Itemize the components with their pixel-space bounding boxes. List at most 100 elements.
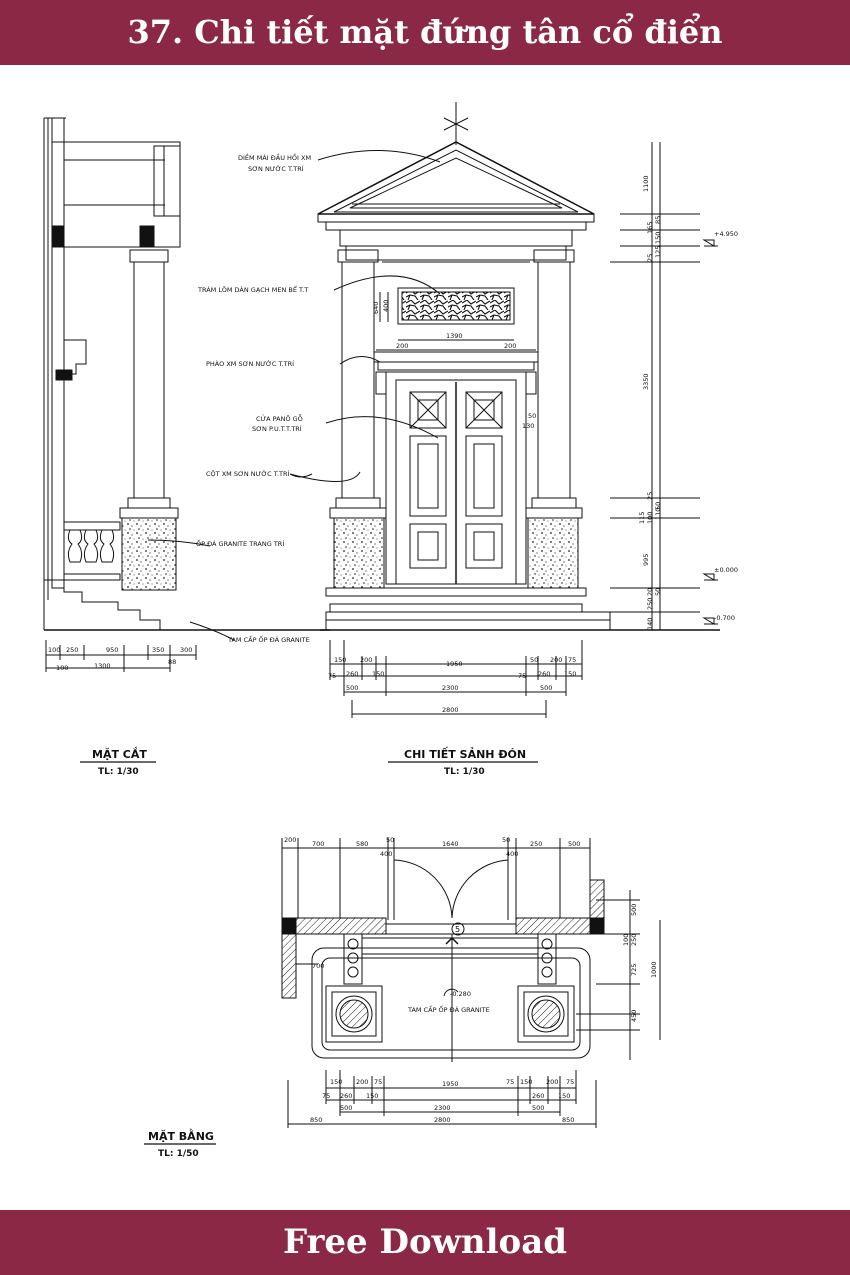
- sdim-300: 300: [180, 646, 192, 654]
- elevation-title: CHI TIẾT SẢNH ĐÓN: [404, 746, 526, 761]
- label-steps: TAM CẤP ỐP ĐÁ GRANITE: [227, 634, 310, 644]
- vdim-25: 25: [646, 254, 654, 262]
- bdim-2300: 2300: [442, 684, 459, 692]
- prdim-1000: 1000: [650, 961, 658, 978]
- bdim-500b: 500: [540, 684, 552, 692]
- bdim-200b: 200: [550, 656, 562, 664]
- plan-title: MẶT BẰNG: [148, 1128, 214, 1143]
- pbdim-150b: 150: [520, 1078, 532, 1086]
- sdim-250: 250: [66, 646, 78, 654]
- plan-labels: 200 700 580 50 1640 50 250 500 400 400 5…: [148, 836, 658, 1159]
- plan-scale: TL: 1/50: [158, 1149, 199, 1159]
- section-labels: 100 250 950 350 300 100 1300 88 MẶT CẮT …: [48, 646, 192, 777]
- bdim-2800: 2800: [442, 706, 459, 714]
- pdim-1640: 1640: [442, 840, 459, 848]
- download-banner[interactable]: Free Download: [0, 1210, 850, 1275]
- sdim-350: 350: [152, 646, 164, 654]
- pbdim-150c: 150: [366, 1092, 378, 1100]
- bdim-260: 260: [346, 670, 358, 678]
- pdim-50b: 50: [502, 836, 510, 844]
- vdim-165: 165: [646, 222, 654, 234]
- section-title: MẶT CẮT: [92, 746, 147, 761]
- pdim-left-700: 700: [312, 962, 324, 970]
- page-title: 37. Chi tiết mặt đứng tân cổ điển: [127, 13, 723, 51]
- bdim-150b: 150: [372, 670, 384, 678]
- level-zero: ±0.000: [714, 566, 738, 574]
- vdim-110: 110: [654, 508, 662, 520]
- sdim-950: 950: [106, 646, 118, 654]
- elevation-labels: DIỀM MÁI ĐẦU HỒI XM SƠN NƯỚC T.TRÍ TRÁM …: [196, 152, 738, 777]
- bdim-50: 50: [530, 656, 538, 664]
- panel-dim-200-right: 200: [504, 342, 516, 350]
- vdim-50b: 50: [654, 588, 662, 596]
- architectural-drawing: DIỀM MÁI ĐẦU HỒI XM SƠN NƯỚC T.TRÍ TRÁM …: [43, 102, 738, 1159]
- door-dim-50: 50: [528, 412, 536, 420]
- label-molding: PHÀO XM SƠN NƯỚC T.TRÍ: [206, 359, 294, 368]
- label-column: CỘT XM SƠN NƯỚC T.TRÍ: [206, 469, 290, 478]
- label-door-2: SƠN P.U.T.T.TRÍ: [252, 424, 302, 433]
- pdim-500: 500: [568, 840, 580, 848]
- pdim-250: 250: [530, 840, 542, 848]
- pdim-400: 400: [380, 850, 392, 858]
- pbdim-850b: 850: [562, 1116, 574, 1124]
- vdim-100: 100: [646, 512, 654, 524]
- level-top: +4.950: [714, 230, 738, 238]
- label-granite-cladding: ỐP ĐÁ GRANITE TRANG TRÍ: [196, 538, 284, 548]
- bdim-260b: 260: [538, 670, 550, 678]
- pdim-700: 700: [312, 840, 324, 848]
- vdim-50: 50: [654, 502, 662, 510]
- pdim-200: 200: [284, 836, 296, 844]
- door-dim-130: 130: [522, 422, 534, 430]
- pbdim-150d: 150: [558, 1092, 570, 1100]
- sdim-100b: 100: [56, 664, 68, 672]
- sdim-1300: 1300: [94, 662, 111, 670]
- bdim-75: 75: [568, 656, 576, 664]
- prdim-450: 450: [630, 1010, 638, 1022]
- pbdim-2300: 2300: [434, 1104, 451, 1112]
- download-label[interactable]: Free Download: [282, 1222, 568, 1262]
- pbdim-500: 500: [340, 1104, 352, 1112]
- vdim-85: 85: [654, 216, 662, 224]
- pbdim-75c: 75: [566, 1078, 574, 1086]
- bdim-150c: 150: [564, 670, 576, 678]
- pbdim-75d: 75: [322, 1092, 330, 1100]
- vdim-1100: 1100: [642, 175, 650, 192]
- label-pediment-2: SƠN NƯỚC T.TRÍ: [248, 164, 304, 173]
- pdim-400b: 400: [506, 850, 518, 858]
- vdim-125: 125: [654, 246, 662, 258]
- pbdim-75b: 75: [506, 1078, 514, 1086]
- plan-level: -0.280: [450, 990, 471, 998]
- panel-dim-1390: 1390: [446, 332, 463, 340]
- sdim-88: 88: [168, 658, 176, 666]
- label-door-1: CỬA PANÔ GỖ: [256, 413, 303, 423]
- vdim-995: 995: [642, 554, 650, 566]
- sdim-100: 100: [48, 646, 60, 654]
- vdim-640: 640: [372, 302, 380, 314]
- label-panel: TRÁM LÕM DÁN GẠCH MEN BỂ T.T: [197, 284, 308, 294]
- section-drawing: [43, 117, 330, 672]
- bdim-75b: 75: [328, 672, 336, 680]
- label-pediment-1: DIỀM MÁI ĐẦU HỒI XM: [238, 152, 311, 162]
- vdim-400: 400: [382, 300, 390, 312]
- vdim-20: 20: [646, 588, 654, 596]
- bdim-500: 500: [346, 684, 358, 692]
- panel-dim-200-left: 200: [396, 342, 408, 350]
- vdim-250: 250: [646, 598, 654, 610]
- bdim-1950: 1950: [446, 660, 463, 668]
- vdim-25b: 25: [646, 492, 654, 500]
- bdim-150: 150: [334, 656, 346, 664]
- elevation-drawing: [80, 102, 720, 763]
- pbdim-200: 200: [356, 1078, 368, 1086]
- vdim-150: 150: [654, 232, 662, 244]
- pbdim-150: 150: [330, 1078, 342, 1086]
- prdim-100: 100: [622, 934, 630, 946]
- vdim-3350: 3350: [642, 373, 650, 390]
- pbdim-500b: 500: [532, 1104, 544, 1112]
- vdim-140: 140: [646, 618, 654, 630]
- pbdim-75: 75: [374, 1078, 382, 1086]
- title-banner: 37. Chi tiết mặt đứng tân cổ điển: [0, 0, 850, 65]
- elevation-scale: TL: 1/30: [444, 767, 485, 777]
- pbdim-850: 850: [310, 1116, 322, 1124]
- prdim-500: 500: [630, 904, 638, 916]
- pbdim-2800: 2800: [434, 1116, 451, 1124]
